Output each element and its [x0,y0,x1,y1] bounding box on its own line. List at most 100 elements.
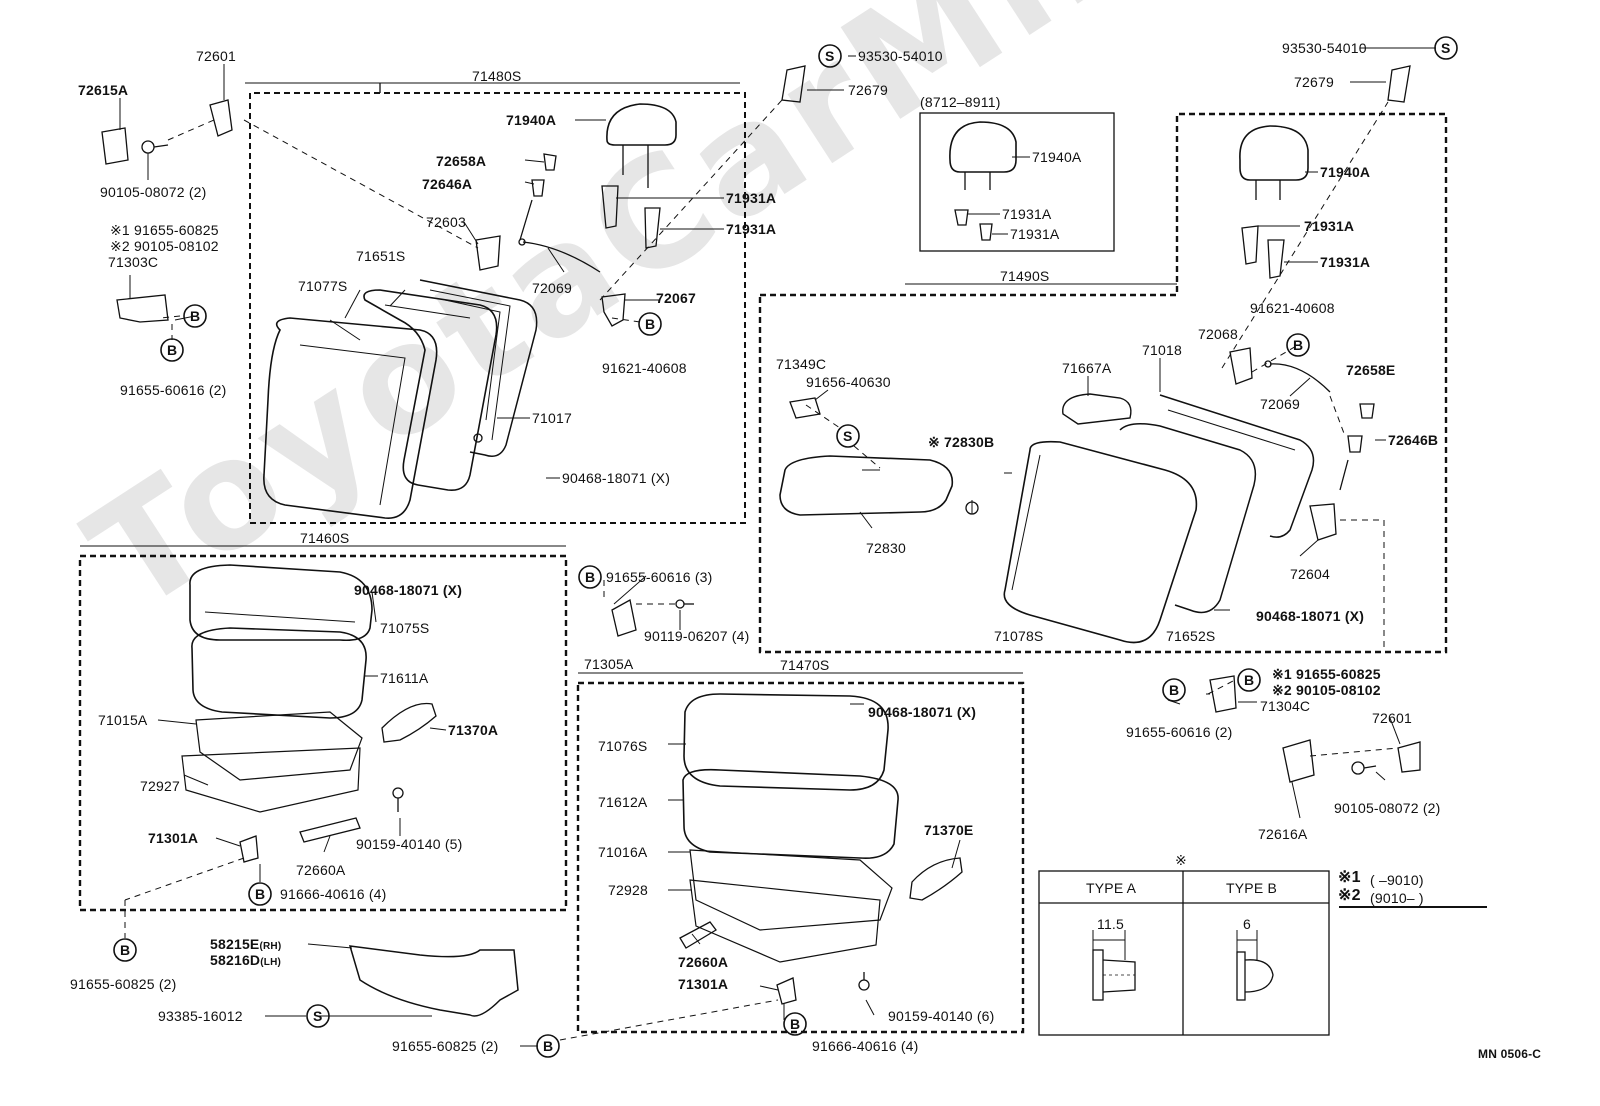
legend-type-a: TYPE A [1086,880,1137,896]
seat-trim-58215e-drawing [348,945,519,1017]
part-label: 71651S [356,248,406,264]
frame-71018-drawing [1159,394,1315,538]
marker-s-4 [306,1004,330,1028]
marker-b-2 [160,338,184,362]
marker-b-9 [113,938,137,962]
part-label: 71301A [148,830,199,846]
leader-lines [119,47,1436,1047]
group-box-71480s [249,92,746,524]
legend-type-b: TYPE B [1226,880,1277,896]
dashed-connectors [124,99,1399,1041]
part-label: 71931A [1320,254,1371,270]
marker-b-letter: B [255,886,266,902]
hinge-71305a-drawing [611,598,694,637]
cover-71370e-drawing [909,857,963,901]
part-label: 71018 [1142,342,1182,358]
part-label: 71078S [994,628,1044,644]
bolt-90159-40140-left-drawing [392,787,404,812]
part-label: 71305A [584,656,634,672]
part-label: 71370A [448,722,499,738]
marker-b-letter: B [1169,682,1180,698]
group-label-71490s: 71490S [1000,268,1050,284]
part-label: 71017 [532,410,572,426]
cable-72069-left-drawing [518,238,601,273]
marker-b-letter: B [1293,337,1304,353]
part-label: 93530-54010 [858,48,943,64]
part-label: 72830 [866,540,906,556]
part-label: 71931A [726,190,777,206]
part-label: 91655-60616 (3) [606,569,713,585]
cover-72660a-right-drawing [679,921,717,949]
marker-b-letter: B [543,1038,554,1054]
marker-circles [113,36,1458,1058]
lock-72068-drawing [1229,347,1253,385]
frame-71016a-drawing [689,849,893,931]
part-label: 91655-60825 (2) [70,976,177,992]
part-label: 71931A [1010,226,1060,242]
part-label: 71940A [506,112,557,128]
frame-71015a-drawing [195,711,363,781]
part-label: ※ 72830B [928,434,995,450]
marker-b-1 [183,304,207,328]
part-label: 71304C [1260,698,1311,714]
part-label: 71075S [380,620,430,636]
part-label: 72069 [1260,396,1300,412]
date-range-label: (8712–8911) [920,94,1001,110]
part-label: 72660A [296,862,346,878]
part-label: 72069 [532,280,572,296]
part-label: 91666-40616 (4) [280,886,387,902]
part-label: 91656-40630 [806,374,891,390]
part-label: 71940A [1032,149,1082,165]
legend-row2-value: (9010– ) [1370,890,1424,906]
marker-b-4 [1286,333,1310,357]
part-label: 71931A [1304,218,1355,234]
cover-72679-left-drawing [781,65,806,103]
headrest-71940a-right-drawing [1239,125,1309,279]
marker-b-letter: B [790,1016,801,1032]
part-label: 90468-18071 (X) [562,470,671,486]
part-label: 72616A [1258,826,1308,842]
marker-b-11 [783,1012,807,1036]
part-label: 71015A [98,712,148,728]
headrest-71940a-inset-drawing [949,121,1017,241]
marker-b-6 [1237,668,1261,692]
marker-b-letter: B [1244,672,1255,688]
part-label: 71931A [726,221,777,237]
marker-b-3 [638,312,662,336]
cover-72616a-drawing [1282,739,1315,783]
part-label: 90468-18071 (X) [1256,608,1365,624]
marker-s-letter: S [313,1008,323,1024]
clip-type-a-drawing [1092,930,1136,1001]
seatback-71651s-drawing [363,289,498,492]
bolt-90105-08072-left-drawing [141,140,169,154]
part-label: 72603 [426,214,466,230]
part-label: 71303C [108,254,159,270]
part-label: 72679 [1294,74,1334,90]
seatback-71078s-drawing [1003,440,1198,644]
cushion-71612a-drawing [682,768,899,860]
part-label: 72928 [608,882,648,898]
part-label: 71612A [598,794,648,810]
part-label: 91655-60825 (2) [392,1038,499,1054]
cover-72615a-drawing [101,127,129,165]
group-box-71470s [576,681,1025,1034]
part-label: 72679 [848,82,888,98]
headrest-71667a-drawing [1062,393,1132,425]
part-label: 90468-18071 (X) [868,704,977,720]
lock-72604-drawing [1309,503,1337,541]
pan-72928-drawing [689,879,881,963]
part-label: 90119-06207 (4) [644,628,750,644]
guide-71931a-left-drawing [601,185,661,249]
marker-b-letter: B [120,942,131,958]
marker-b-letter: B [645,316,656,332]
seatback-frame-71017-drawing [419,279,538,457]
part-label: 71940A [1320,164,1371,180]
part-label: 90159-40140 (5) [356,836,463,852]
marker-b-letter: B [190,308,201,324]
cushion-71076s-drawing [683,693,889,791]
part-label: 72658A [436,153,487,169]
part-label: 91621-40608 [602,360,687,376]
part-label: 58215E(RH) [210,936,282,952]
